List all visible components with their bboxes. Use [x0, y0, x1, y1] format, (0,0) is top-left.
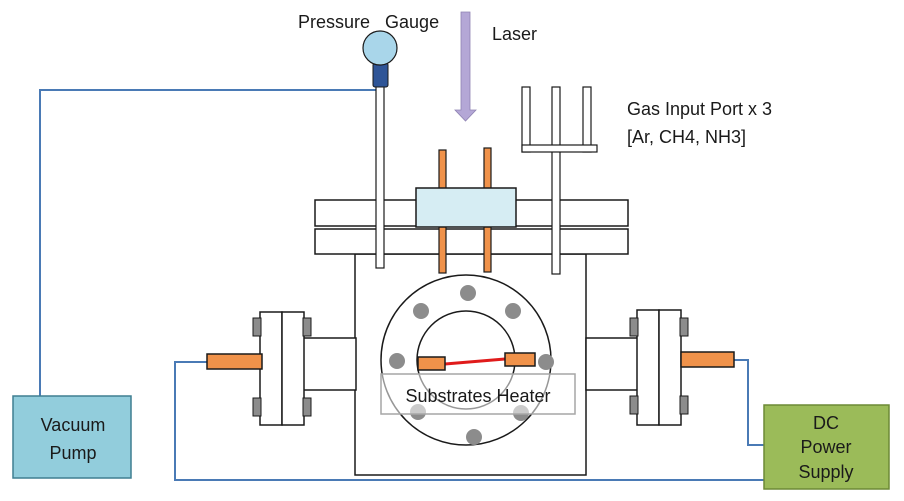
right-flange-bolt [629, 395, 639, 415]
right-flange-bolt [629, 317, 639, 337]
left-flange-outer [259, 311, 283, 426]
heater-clamp-right [504, 352, 536, 367]
vacuum-line [39, 89, 380, 398]
heater-wire [444, 357, 506, 366]
lower-lid-plate [314, 228, 629, 255]
power-line-left [174, 361, 764, 481]
gauge-tube [375, 84, 385, 269]
viewport-bolt [413, 303, 429, 319]
left-flange-bolt [302, 317, 312, 337]
pressure-gauge-label: Pressure Gauge [298, 12, 439, 32]
gas-input-label-line2: [Ar, CH4, NH3] [627, 127, 746, 147]
gas-port-3 [582, 86, 592, 153]
heater-clamp-left [417, 356, 446, 371]
heater-label-box [380, 373, 576, 415]
dc-power-label-line2: Power [800, 437, 851, 457]
left-flange-bolt [302, 397, 312, 417]
gas-input-label-line1: Gas Input Port x 3 [627, 99, 772, 119]
right-flange-bolt [679, 395, 689, 415]
laser-window [415, 187, 517, 228]
gas-port-1 [521, 86, 531, 153]
dc-power-supply-box [763, 404, 890, 490]
dc-power-label-line1: DC [813, 413, 839, 433]
viewport-bolt [538, 354, 554, 370]
right-port-tube [585, 337, 639, 391]
gauge-bulb [362, 30, 398, 66]
gauge-neck [372, 62, 389, 88]
viewport-bolt [505, 303, 521, 319]
viewport-bolt [389, 353, 405, 369]
left-flange-bolt [252, 397, 262, 417]
viewport-bolt [466, 429, 482, 445]
power-line-right [734, 359, 764, 446]
right-flange-inner [636, 309, 660, 426]
vacuum-pump-box [12, 395, 132, 479]
right-electrode [680, 351, 735, 368]
vacuum-pump-label-line1: Vacuum [41, 415, 106, 435]
left-flange-bolt [252, 317, 262, 337]
viewport-bolt [460, 285, 476, 301]
heater-label: Substrates Heater [405, 386, 550, 406]
dc-power-label-line3: Supply [798, 462, 853, 482]
gas-manifold [521, 144, 598, 153]
right-flange-bolt [679, 317, 689, 337]
vacuum-pump-label-line2: Pump [49, 443, 96, 463]
left-electrode [206, 353, 263, 370]
right-flange-outer [658, 309, 682, 426]
gas-port-2 [551, 86, 561, 275]
laser-arrow [454, 11, 477, 122]
laser-label: Laser [492, 24, 537, 44]
left-port-tube [299, 337, 357, 391]
left-flange-inner [281, 311, 305, 426]
